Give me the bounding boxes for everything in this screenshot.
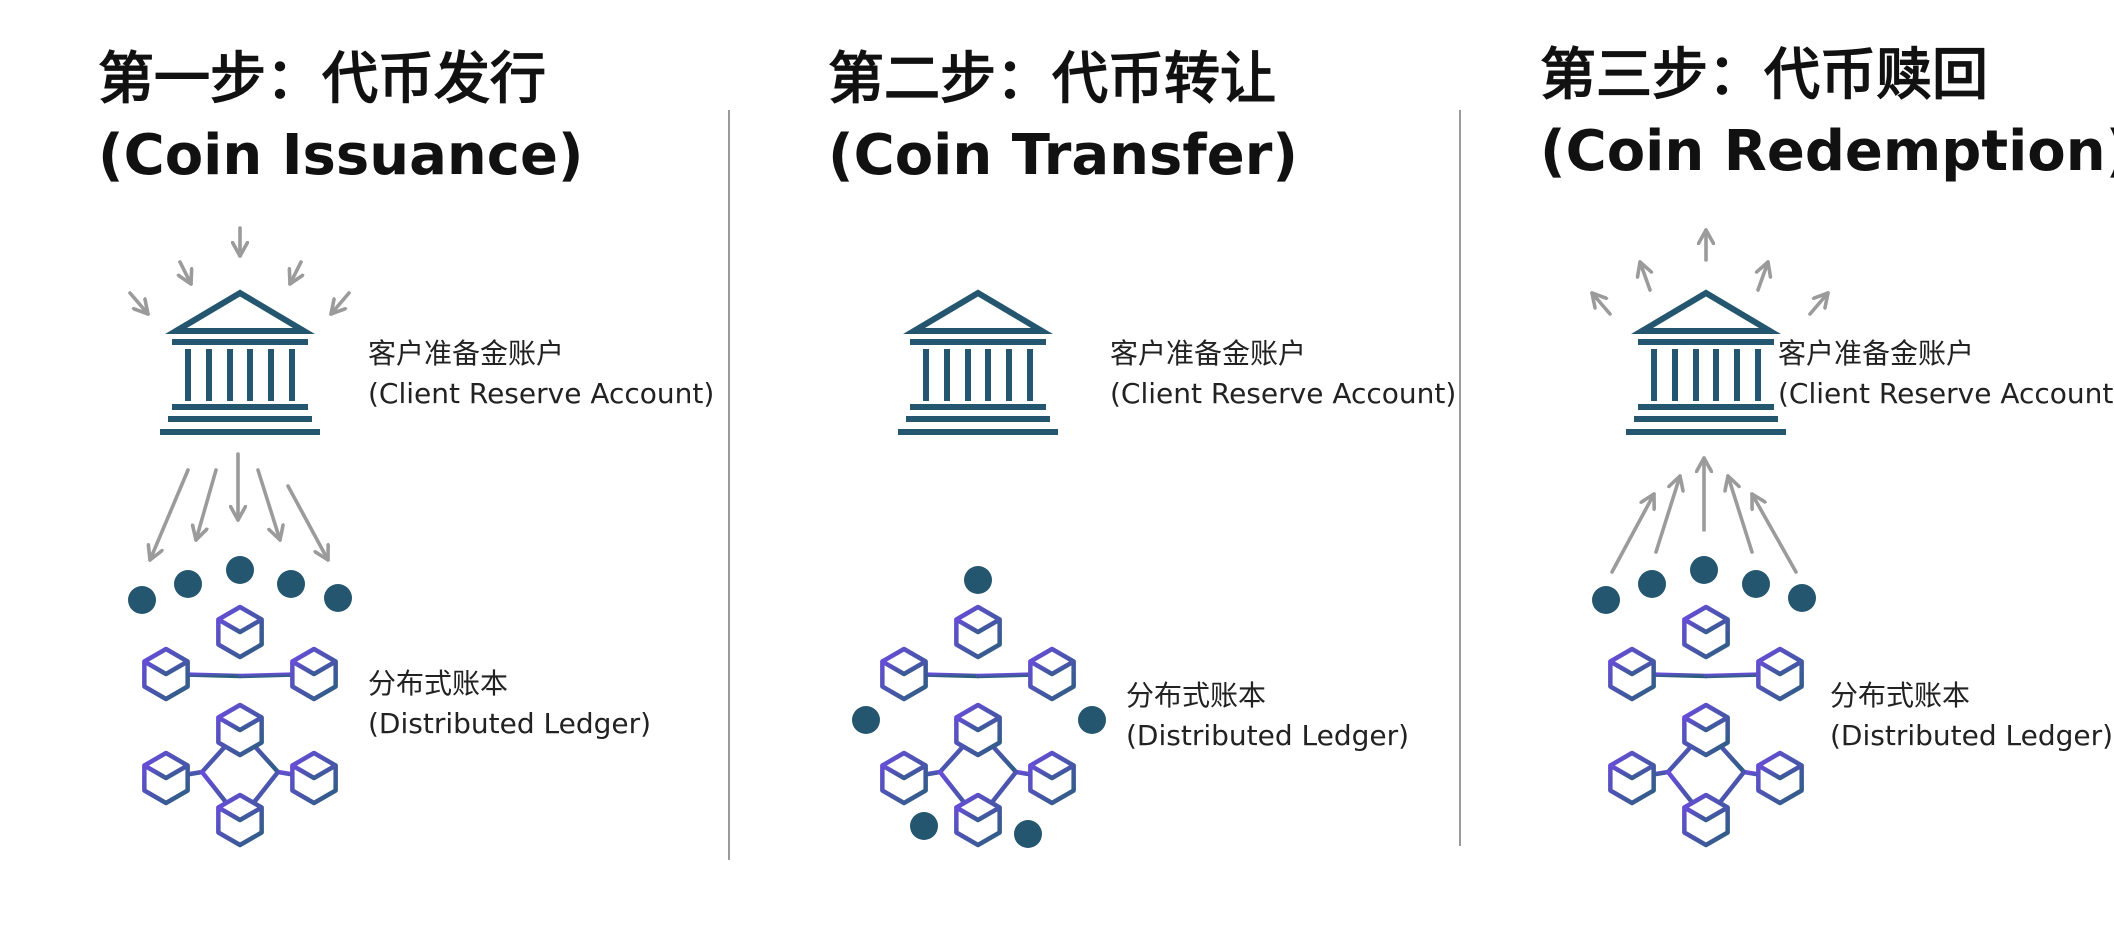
arrow-icon: [1758, 260, 1768, 292]
arrow-icon: [1610, 492, 1654, 574]
panel-title-en: (Coin Transfer): [828, 123, 1298, 188]
blockchain-ledger-icon: [142, 604, 338, 848]
arrow-icon: [329, 291, 351, 316]
ledger-label-transfer: 分布式账本 (Distributed Ledger): [1126, 676, 1409, 756]
bank-icon: [898, 289, 1058, 435]
coin-icon: [1690, 556, 1718, 584]
coin-icon: [1014, 820, 1042, 848]
panel-title-redemption: 第三步：代币赎回 (Coin Redemption): [1540, 38, 2114, 190]
panel-title-en: (Coin Redemption): [1540, 119, 2114, 184]
coin-icon: [964, 566, 992, 594]
arrow-icon: [290, 260, 301, 286]
blockchain-ledger-icon: [880, 604, 1076, 848]
panel-title-transfer: 第二步：代币转让 (Coin Transfer): [828, 42, 1298, 194]
arrow-icon: [1590, 291, 1612, 316]
coin-icon: [1592, 586, 1620, 614]
coin-icon: [852, 706, 880, 734]
account-label-en: (Client Reserve Account): [368, 377, 715, 410]
arrow-icon: [1728, 474, 1754, 554]
arrow-icon: [196, 468, 218, 542]
arrow-icon: [1640, 260, 1650, 292]
account-label-en: (Client Reserve Account): [1778, 377, 2114, 410]
coin-icon: [324, 584, 352, 612]
bank-icon: [160, 289, 320, 435]
ledger-label-en: (Distributed Ledger): [1126, 719, 1410, 752]
ledger-label-cn: 分布式账本: [1126, 679, 1267, 712]
panel-title-issuance: 第一步：代币发行 (Coin Issuance): [98, 42, 584, 194]
panel-title-en: (Coin Issuance): [98, 123, 584, 188]
panel-title-cn: 第一步：代币发行: [98, 47, 546, 112]
blockchain-ledger-icon: [1608, 604, 1804, 848]
account-label-en: (Client Reserve Account): [1110, 377, 1457, 410]
coin-icon: [226, 556, 254, 584]
divider-1: [728, 110, 730, 860]
divider-2: [1459, 110, 1461, 846]
account-label-cn: 客户准备金账户: [1110, 337, 1307, 370]
ledger-label-redemption: 分布式账本 (Distributed Ledger): [1830, 676, 2113, 756]
coin-icon: [174, 570, 202, 598]
arrow-icon: [256, 468, 280, 542]
arrow-icon: [150, 468, 190, 562]
arrow-icon: [286, 484, 328, 562]
coin-icon: [1742, 570, 1770, 598]
coin-icon: [1788, 584, 1816, 612]
account-label-transfer: 客户准备金账户 (Client Reserve Account): [1110, 334, 1456, 414]
ledger-label-en: (Distributed Ledger): [1830, 719, 2114, 752]
panel-title-cn: 第二步：代币转让: [828, 47, 1276, 112]
account-label-issuance: 客户准备金账户 (Client Reserve Account): [368, 334, 714, 414]
coin-icon: [910, 812, 938, 840]
bank-icon: [1626, 289, 1786, 435]
arrow-icon: [180, 260, 191, 286]
ledger-label-issuance: 分布式账本 (Distributed Ledger): [368, 664, 651, 744]
account-label-cn: 客户准备金账户: [368, 337, 565, 370]
coin-icon: [1638, 570, 1666, 598]
account-label-cn: 客户准备金账户: [1778, 337, 1975, 370]
coin-icon: [1078, 706, 1106, 734]
arrow-icon: [1808, 291, 1830, 316]
panel-title-cn: 第三步：代币赎回: [1540, 43, 1988, 108]
arrow-icon: [1654, 474, 1680, 554]
ledger-label-cn: 分布式账本: [1830, 679, 1971, 712]
account-label-redemption: 客户准备金账户 (Client Reserve Account): [1778, 334, 2114, 414]
arrow-icon: [128, 291, 150, 316]
coin-icon: [277, 570, 305, 598]
arrow-icon: [1750, 492, 1798, 574]
ledger-label-en: (Distributed Ledger): [368, 707, 652, 740]
coin-icon: [128, 586, 156, 614]
ledger-label-cn: 分布式账本: [368, 667, 509, 700]
